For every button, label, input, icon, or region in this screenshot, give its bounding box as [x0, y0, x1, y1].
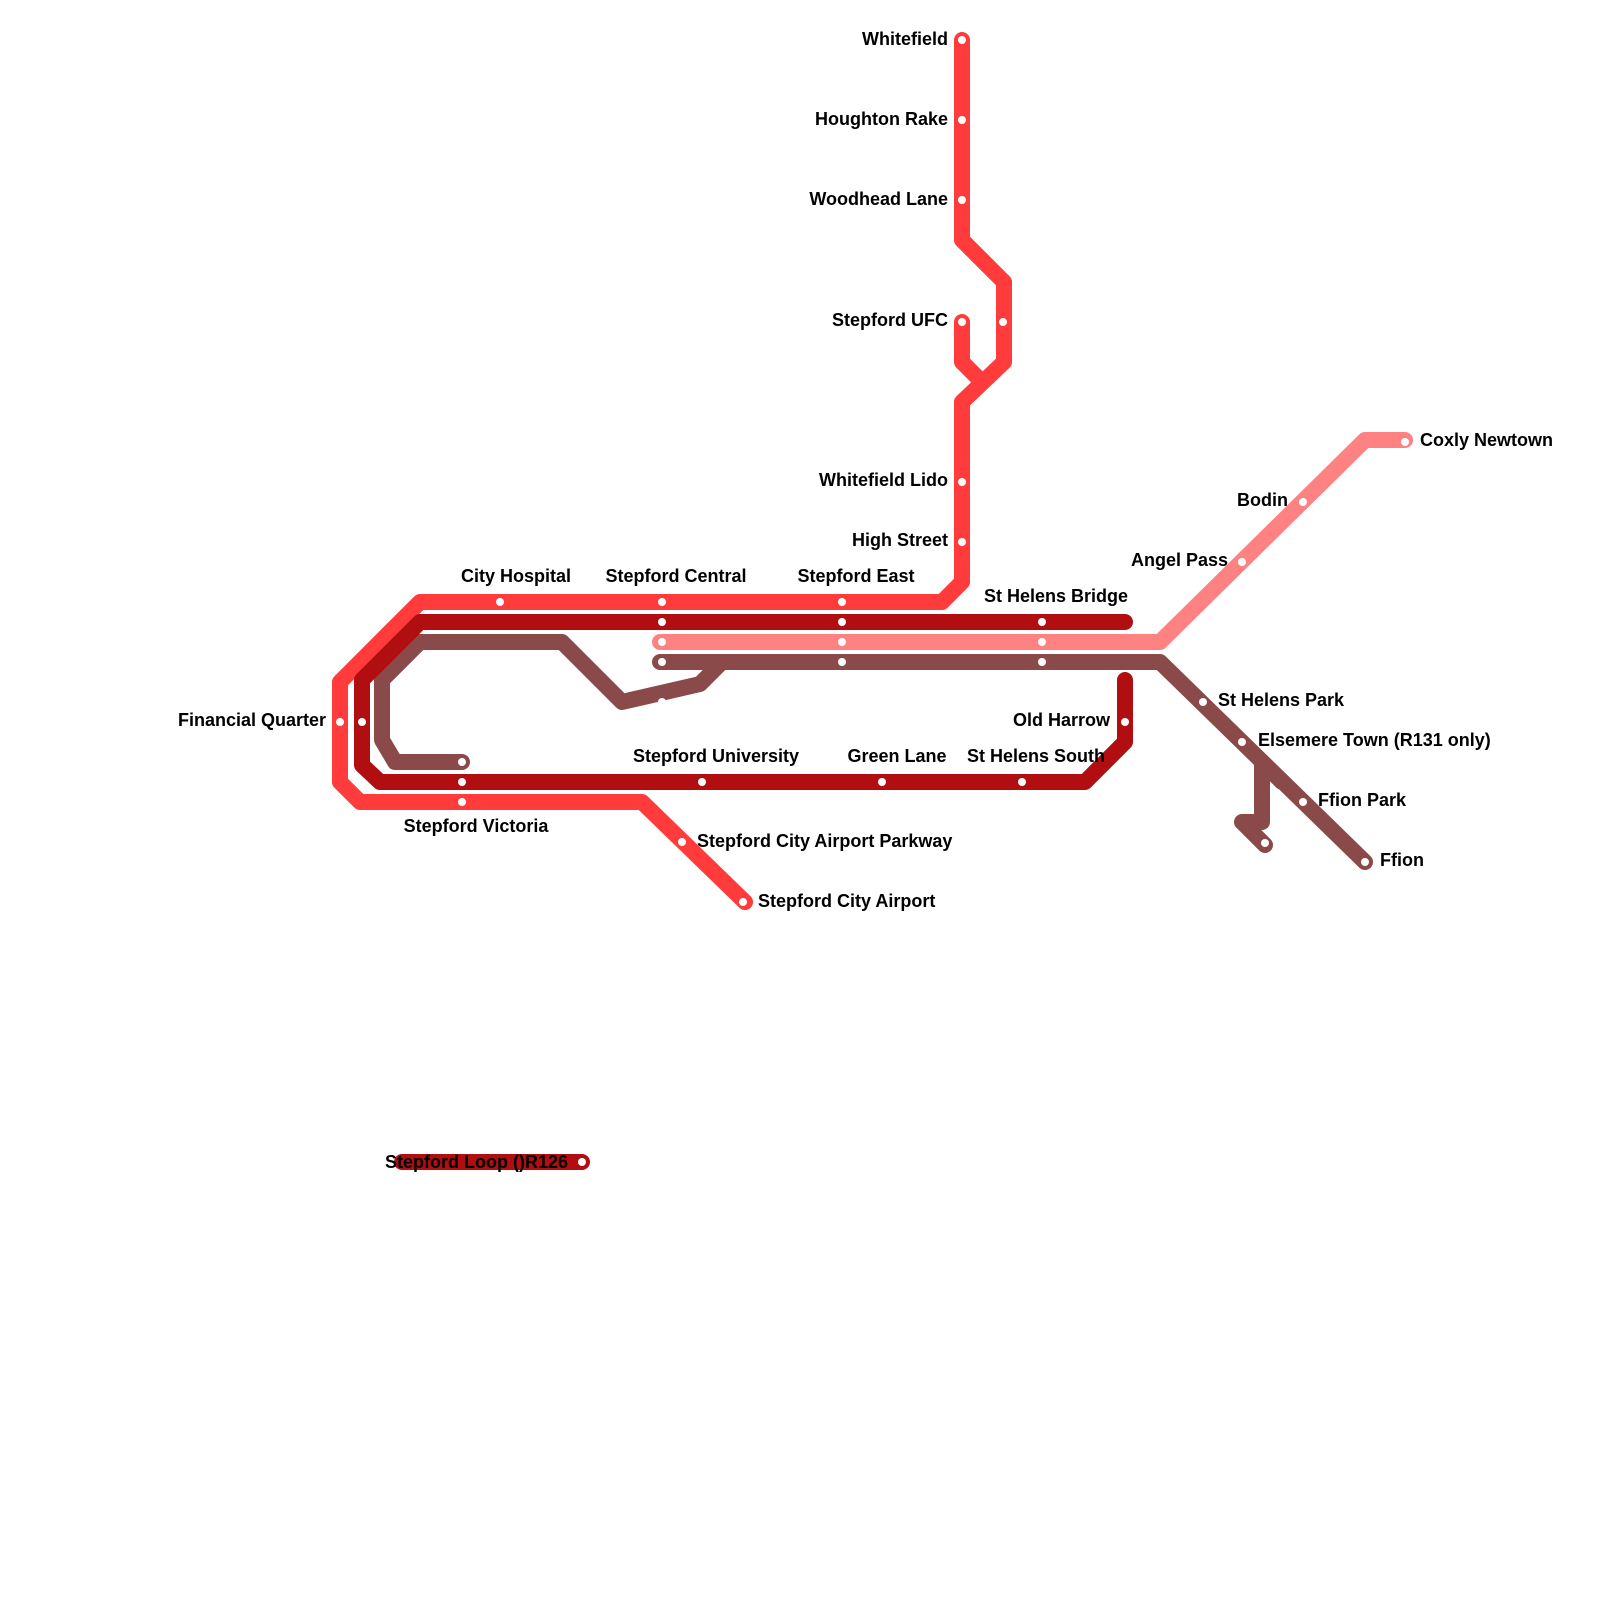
label-st-helens-park: St Helens Park	[1218, 690, 1345, 710]
dot-stepford-central-pink[interactable]	[658, 638, 666, 646]
dot-stepford-ufc[interactable]	[958, 318, 966, 326]
label-angel-pass: Angel Pass	[1131, 550, 1228, 570]
label-st-helens-bridge: St Helens Bridge	[984, 586, 1128, 606]
dot-stepford-central-darkred[interactable]	[658, 618, 666, 626]
dot-stepford-east-pink[interactable]	[838, 638, 846, 646]
station-dots	[336, 36, 1409, 1166]
dot-old-harrow[interactable]	[1121, 718, 1129, 726]
dot-st-helens-bridge-pink[interactable]	[1038, 638, 1046, 646]
dot-bodin[interactable]	[1299, 498, 1307, 506]
label-woodhead-lane: Woodhead Lane	[809, 189, 948, 209]
dot-st-helens-bridge-brown[interactable]	[1038, 658, 1046, 666]
label-houghton-rake: Houghton Rake	[815, 109, 948, 129]
dot-brown-loop-end[interactable]	[458, 758, 466, 766]
label-stepford-university: Stepford University	[633, 746, 799, 766]
dot-elsemere-town[interactable]	[1238, 738, 1246, 746]
dot-st-helens-south[interactable]	[1018, 778, 1026, 786]
dot-financial-quarter-darkred[interactable]	[358, 718, 366, 726]
dot-stepford-east-brown[interactable]	[838, 658, 846, 666]
dot-stepford-city-airport-parkway[interactable]	[678, 838, 686, 846]
line-red-ufc	[954, 314, 990, 390]
dot-ffion[interactable]	[1361, 858, 1369, 866]
label-old-harrow: Old Harrow	[1013, 710, 1111, 730]
line-red-loop	[332, 32, 1012, 910]
line-dark-red	[354, 614, 1133, 790]
dot-financial-quarter-red[interactable]	[336, 718, 344, 726]
dot-angel-pass[interactable]	[1238, 558, 1246, 566]
dot-legend-loop[interactable]	[578, 1158, 586, 1166]
dot-whitefield-lido[interactable]	[958, 478, 966, 486]
label-ffion-park: Ffion Park	[1318, 790, 1407, 810]
dot-stepford-east-darkred[interactable]	[838, 618, 846, 626]
dot-high-street[interactable]	[958, 538, 966, 546]
label-stepford-city-airport-parkway: Stepford City Airport Parkway	[697, 831, 952, 851]
dot-st-helens-park[interactable]	[1199, 698, 1207, 706]
line-brown-loop	[374, 634, 730, 770]
dot-city-hospital[interactable]	[496, 598, 504, 606]
label-stepford-city-airport: Stepford City Airport	[758, 891, 935, 911]
dot-stepford-east-red[interactable]	[838, 598, 846, 606]
label-high-street: High Street	[852, 530, 948, 550]
label-elsemere-town: Elsemere Town (R131 only)	[1258, 730, 1491, 750]
label-coxly-newtown: Coxly Newtown	[1420, 430, 1553, 450]
dot-stepford-central-brown[interactable]	[658, 658, 666, 666]
dot-houghton-rake[interactable]	[958, 116, 966, 124]
label-stepford-central: Stepford Central	[605, 566, 746, 586]
label-green-lane: Green Lane	[847, 746, 946, 766]
label-stepford-ufc: Stepford UFC	[832, 310, 948, 330]
label-st-helens-south: St Helens South	[967, 746, 1105, 766]
dot-brown-branch-end[interactable]	[1261, 839, 1269, 847]
label-financial-quarter: Financial Quarter	[178, 710, 326, 730]
line-brown-branch	[1234, 754, 1290, 853]
dot-green-lane[interactable]	[878, 778, 886, 786]
dot-woodhead-lane[interactable]	[958, 196, 966, 204]
label-whitefield: Whitefield	[862, 29, 948, 49]
dot-red-bypass[interactable]	[999, 318, 1007, 326]
dot-brown-loop[interactable]	[658, 698, 666, 706]
dot-stepford-central-red[interactable]	[658, 598, 666, 606]
station-labels: Whitefield Houghton Rake Woodhead Lane S…	[178, 29, 1553, 1172]
dot-st-helens-bridge-darkred[interactable]	[1038, 618, 1046, 626]
label-ffion: Ffion	[1380, 850, 1424, 870]
label-whitefield-lido: Whitefield Lido	[819, 470, 948, 490]
dot-stepford-victoria-darkred[interactable]	[458, 778, 466, 786]
line-brown	[652, 654, 1373, 870]
dot-stepford-city-airport[interactable]	[739, 898, 747, 906]
dot-coxly-newtown[interactable]	[1401, 438, 1409, 446]
dot-ffion-park[interactable]	[1299, 798, 1307, 806]
label-stepford-east: Stepford East	[797, 566, 914, 586]
dot-stepford-university[interactable]	[698, 778, 706, 786]
dot-whitefield[interactable]	[958, 36, 966, 44]
label-bodin: Bodin	[1237, 490, 1288, 510]
line-pink	[652, 432, 1413, 650]
label-city-hospital: City Hospital	[461, 566, 571, 586]
label-stepford-victoria: Stepford Victoria	[404, 816, 550, 836]
dot-stepford-victoria-red[interactable]	[458, 798, 466, 806]
label-stepford-loop: Stepford Loop ()R126	[385, 1152, 568, 1172]
